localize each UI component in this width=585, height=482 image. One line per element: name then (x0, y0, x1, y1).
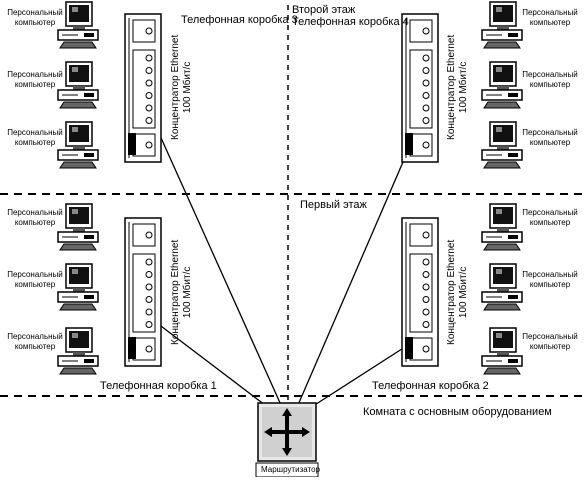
hub-label-line-2: 100 Мбит/с (182, 61, 193, 114)
cable-hub4-router (297, 124, 420, 406)
desktop-computer-icon (57, 203, 99, 251)
pc-label-line-2: компьютер (529, 280, 571, 289)
pc-label-line-2: компьютер (14, 138, 56, 147)
cable-hub1-router (152, 319, 266, 406)
desktop-computer-icon (481, 1, 523, 49)
pc-label-line-1: Персональный (522, 208, 578, 217)
pc-label-line-1: Персональный (7, 70, 63, 79)
hub-label-line-2: 100 Мбит/с (182, 266, 193, 319)
pc-label-line-1: Персональный (522, 128, 578, 137)
pc-label-line-2: компьютер (14, 18, 56, 27)
hub-1-label: Концентратор Ethernet 100 Мбит/с (170, 240, 194, 345)
desktop-computer-icon (481, 203, 523, 251)
desktop-computer-icon (57, 61, 99, 109)
hub-2-label: Концентратор Ethernet 100 Мбит/с (446, 240, 470, 345)
hub-1-icon (124, 217, 162, 367)
hub-label-line-2: 100 Мбит/с (458, 266, 469, 319)
phone-box-1-label: Телефонная коробка 1 (100, 380, 217, 392)
desktop-computer-icon (57, 1, 99, 49)
pc-label-line-1: Персональный (522, 70, 578, 79)
cable-hub3-router (152, 119, 282, 406)
phone-box-2-label: Телефонная коробка 2 (372, 380, 489, 392)
hub-2-icon (401, 217, 439, 367)
pc-label-line-2: компьютер (14, 342, 56, 351)
desktop-computer-icon (57, 263, 99, 311)
pc-label-line-1: Персональный (7, 208, 63, 217)
pc-label-line-2: компьютер (14, 80, 56, 89)
phone-box-3-label: Телефонная коробка 3 (181, 14, 298, 26)
hub-label-line-1: Концентратор Ethernet (170, 239, 181, 345)
pc-label-line-2: компьютер (14, 280, 56, 289)
hub-label-line-2: 100 Мбит/с (458, 61, 469, 114)
router-label: Маршрутизатор (261, 465, 320, 474)
hub-label-line-1: Концентратор Ethernet (446, 34, 457, 140)
hub-4-icon (401, 13, 439, 163)
hub-4-label: Концентратор Ethernet 100 Мбит/с (446, 35, 470, 140)
pc-label-line-2: компьютер (529, 138, 571, 147)
desktop-computer-icon (481, 327, 523, 375)
pc-label-line-2: компьютер (529, 18, 571, 27)
pc-label-line-1: Персональный (7, 332, 63, 341)
first-floor-label: Первый этаж (300, 199, 367, 211)
pc-label-line-2: компьютер (529, 218, 571, 227)
pc-label-line-1: Персональный (522, 332, 578, 341)
hub-label-line-1: Концентратор Ethernet (446, 239, 457, 345)
pc-label-line-1: Персональный (7, 270, 63, 279)
pc-label-line-2: компьютер (14, 218, 56, 227)
hub-3-label: Концентратор Ethernet 100 Мбит/с (170, 35, 194, 140)
desktop-computer-icon (57, 121, 99, 169)
desktop-computer-icon (481, 263, 523, 311)
cable-hub2-router (309, 337, 420, 409)
equipment-room-label: Комната с основным оборудованием (363, 406, 552, 418)
desktop-computer-icon (481, 61, 523, 109)
pc-label-line-1: Персональный (7, 8, 63, 17)
second-floor-label: Второй этаж (292, 4, 356, 16)
pc-label-line-2: компьютер (529, 80, 571, 89)
router-icon (255, 402, 319, 478)
desktop-computer-icon (57, 327, 99, 375)
pc-label-line-1: Персональный (522, 270, 578, 279)
hub-3-icon (124, 13, 162, 163)
pc-label-line-1: Персональный (7, 128, 63, 137)
phone-box-4-label: Телефонная коробка 4 (292, 16, 409, 28)
hub-label-line-1: Концентратор Ethernet (170, 34, 181, 140)
pc-label-line-2: компьютер (529, 342, 571, 351)
pc-label-line-1: Персональный (522, 8, 578, 17)
desktop-computer-icon (481, 121, 523, 169)
